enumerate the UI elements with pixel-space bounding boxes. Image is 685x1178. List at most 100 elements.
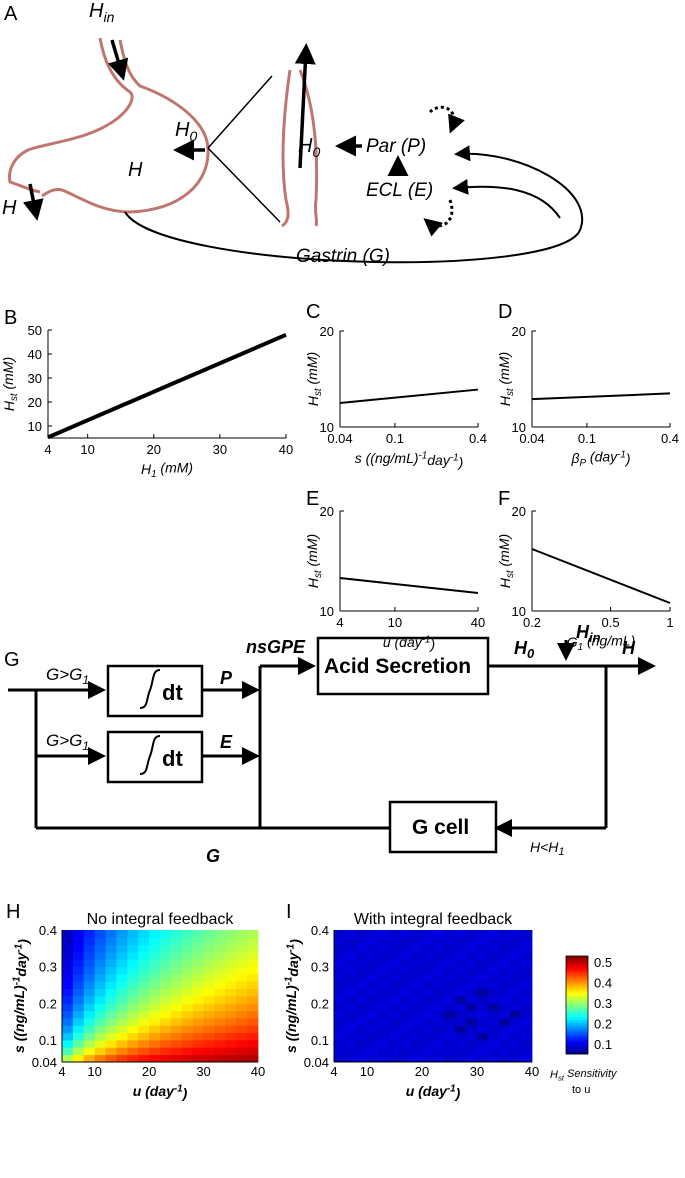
heatmap-cell [466,1047,478,1056]
heatmap-cell [477,966,489,975]
colorbar-tick-label: 0.5 [594,955,612,970]
heatmap-cell [192,1032,204,1041]
y-axis-label: Hst (mM) [0,357,20,411]
heatmap-cell [192,930,204,938]
heatmap-cell [356,1003,368,1012]
colorbar-segment [566,965,588,969]
heatmap-cell [62,981,74,990]
heatmap-cell [521,1010,533,1019]
heatmap-cell [225,1032,237,1041]
heatmap-cell [214,959,226,968]
heatmap-cell [466,1025,478,1034]
x-tick-label: 30 [196,1064,210,1079]
heatmap-cell [203,952,215,960]
heatmap-cell [411,988,423,997]
heatmap-cell [247,944,259,953]
colorbar-segment [566,985,588,989]
diagram-a-lines [22,39,584,264]
heatmap-cell [127,1003,139,1012]
heatmap-cell [334,952,346,960]
heatmap-cell [477,996,489,1004]
heatmap-cell [466,952,478,960]
colorbar-tick-label: 0.4 [594,976,612,991]
heatmap-cell [94,996,106,1004]
heatmap-cell [521,930,533,938]
heatmap-cell [334,1025,346,1034]
heatmap-cell [149,1047,161,1056]
heatmap-cell [138,1003,150,1012]
heatmap-cell [477,1010,489,1019]
heatmap-cell [127,988,139,997]
heatmap-cell [477,1040,489,1048]
heatmap-cell [411,1047,423,1056]
heatmap-cell [400,1032,412,1041]
heatmap-cell [203,966,215,975]
heatmap-cell [247,1040,259,1048]
heatmap-cell [127,1010,139,1019]
heatmap-cell [138,1018,150,1026]
x-axis-label: G1 (ng/mL) [567,633,635,653]
heatmap-cell [356,981,368,990]
heatmap-cell [345,974,357,982]
heatmap-cell [181,1032,194,1041]
heatmap-cell [225,1054,237,1063]
heatmap-cell [411,959,423,968]
heatmap-cell [116,1003,128,1012]
heatmap-cell [378,930,390,938]
heatmap-cell [499,1003,511,1012]
heatmap-cell [389,988,401,997]
heatmap-cell [444,952,456,960]
heatmap-cell [488,959,500,968]
heatmap-cell [225,1040,237,1048]
heatmap-cell [433,1025,445,1034]
heatmap-cell [477,988,489,997]
panel-letter-f: F [498,488,510,510]
heatmap-cell [214,1003,226,1012]
heatmap-cell [116,1054,128,1063]
label-h-in: Hin [89,0,115,25]
heatmap-cell [83,1018,96,1026]
heatmap-title: No integral feedback [87,911,235,928]
heatmap-cell [72,1003,85,1012]
y-tick-label: 10 [512,604,526,619]
heatmap-cell [499,952,511,960]
heatmap-cell [499,959,511,968]
colorbar-label: Hst Sensitivity [550,1068,618,1082]
heatmap-cell [160,996,172,1004]
heatmap-cell [83,937,96,946]
label-integral-e: dt [162,746,183,771]
heatmap-cell [105,1047,117,1056]
colorbar-segment [566,1005,588,1008]
heatmap-cell [400,966,412,975]
heatmap-cell [94,959,106,968]
heatmap-cell [181,974,194,982]
heatmap-cell [433,1003,445,1012]
heatmap-cell [214,966,226,975]
heatmap-cell [455,1054,467,1063]
y-axis-label: Hst (mM) [304,534,324,588]
label-acid-secretion: Acid Secretion [324,655,471,678]
heatmap-cell [367,937,379,946]
heatmap-cell [356,1010,368,1019]
colorbar-segment [566,958,588,962]
heatmap-cell [138,996,150,1004]
heatmap-cell [400,1040,412,1048]
heatmap-cell [247,988,259,997]
heatmap-cell [345,1018,357,1026]
heatmap-cell [225,974,237,982]
heatmap-cell [433,996,445,1004]
heatmap-cell [422,1032,434,1041]
heatmap-cell [203,1040,215,1048]
heatmap-cell [127,959,139,968]
colorbar-segment [566,997,588,1001]
heatmap-cell [160,1010,172,1019]
series-line [531,548,671,604]
heatmap-cell [521,1018,533,1026]
stomach-outline-outer [41,39,210,214]
heatmap-cell [488,988,500,997]
heatmap-cell [378,1054,390,1063]
colorbar-segment [566,1044,588,1048]
heatmap-cell [367,1047,379,1056]
